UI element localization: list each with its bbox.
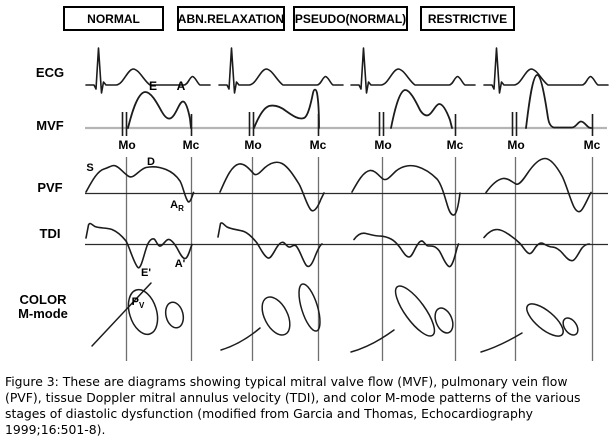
- mc-label-pseudo-normal: Mc: [446, 138, 464, 152]
- mmode-a-ellipse-pseudo-normal: [434, 307, 454, 334]
- mo-label-abn-relaxation: Mo: [244, 138, 262, 152]
- row-label-pvf: PVF: [37, 180, 63, 195]
- pvf-d-wave-label: D: [147, 156, 155, 168]
- mmode-slope-line-restrictive: [480, 332, 523, 353]
- mmode-a-ellipse-normal: [164, 301, 185, 329]
- stage-header-restrictive-label: RESTRICTIVE: [427, 11, 508, 26]
- pvf-trace-abn-relaxation: [219, 161, 325, 212]
- mmode-pv-sub: V: [139, 301, 145, 310]
- stage-header-restrictive: RESTRICTIVE: [420, 6, 515, 31]
- mo-label-restrictive: Mo: [507, 138, 525, 152]
- mmode-a-ellipse-restrictive: [562, 317, 579, 336]
- tdi-trace-restrictive: [483, 228, 591, 262]
- mvf-a-wave-label: A: [176, 79, 186, 93]
- mvf-trace-pseudo-normal: [390, 89, 453, 129]
- tdi-a-prime-label: A': [174, 258, 186, 270]
- stage-header-normal-label: NORMAL: [87, 11, 140, 26]
- row-label-ecg: ECG: [35, 65, 65, 80]
- stage-header-abn-relaxation: ABN.RELAXATION: [177, 6, 285, 31]
- pvf-ar-wave-label: AR: [170, 200, 184, 213]
- mmode-slope-line-normal: [91, 282, 152, 347]
- mmode-e-ellipse-normal: [127, 288, 159, 336]
- tdi-trace-abn-relaxation: [217, 222, 323, 268]
- figure-caption: Figure 3: These are diagrams showing typ…: [5, 374, 581, 438]
- pvf-trace-normal: [85, 164, 195, 203]
- pvf-s-wave-label: S: [86, 162, 94, 174]
- mvf-e-wave-label: E: [148, 79, 158, 93]
- stage-header-normal: NORMAL: [63, 6, 164, 31]
- mc-label-restrictive: Mc: [583, 138, 601, 152]
- mmode-slope-line-pseudo-normal: [350, 329, 395, 353]
- mo-mc-grid-lines: [125, 157, 594, 361]
- pvf-ar-sub: R: [178, 204, 184, 213]
- row-label-mvf: MVF: [36, 118, 64, 133]
- stage-header-abn-relaxation-label: ABN.RELAXATION: [177, 11, 285, 26]
- mmode-e-ellipse-restrictive: [526, 303, 564, 337]
- pvf-trace-restrictive: [485, 157, 592, 213]
- row-label-color: COLOR: [19, 292, 67, 307]
- diagram-canvas: [85, 47, 609, 361]
- mmode-e-ellipse-pseudo-normal: [394, 285, 436, 337]
- ecg-trace-restrictive: [483, 47, 609, 94]
- mmode-pv-main: P: [131, 296, 139, 308]
- mo-label-pseudo-normal: Mo: [374, 138, 392, 152]
- ecg-trace-abn-relaxation: [218, 47, 344, 94]
- tdi-trace-pseudo-normal: [353, 232, 460, 268]
- mmode-a-ellipse-abn-relaxation: [298, 283, 321, 332]
- mo-label-normal: Mo: [118, 138, 136, 152]
- mvf-trace-abn-relaxation: [253, 88, 320, 129]
- mvf-trace-normal: [127, 91, 192, 129]
- mc-label-abn-relaxation: Mc: [309, 138, 327, 152]
- stage-header-pseudo-normal: PSEUDO(NORMAL): [293, 6, 408, 31]
- mc-label-normal: Mc: [182, 138, 200, 152]
- mmode-e-ellipse-abn-relaxation: [261, 296, 291, 336]
- row-label-tdi: TDI: [39, 226, 61, 241]
- tdi-trace-normal: [85, 222, 193, 269]
- valve-tick-marks: [121, 112, 594, 136]
- stage-header-pseudo-normal-label: PSEUDO(NORMAL): [294, 11, 407, 26]
- mmode-slope-line-abn-relaxation: [220, 327, 261, 351]
- mmode-pv-label: PV: [132, 297, 145, 310]
- tdi-e-prime-label: E': [141, 267, 151, 279]
- pvf-trace-pseudo-normal: [351, 164, 461, 216]
- ecg-trace-pseudo-normal: [350, 47, 476, 94]
- pvf-ar-main: A: [170, 199, 179, 211]
- row-label-mmode: M-mode: [18, 306, 68, 321]
- mvf-trace-restrictive: [525, 74, 592, 129]
